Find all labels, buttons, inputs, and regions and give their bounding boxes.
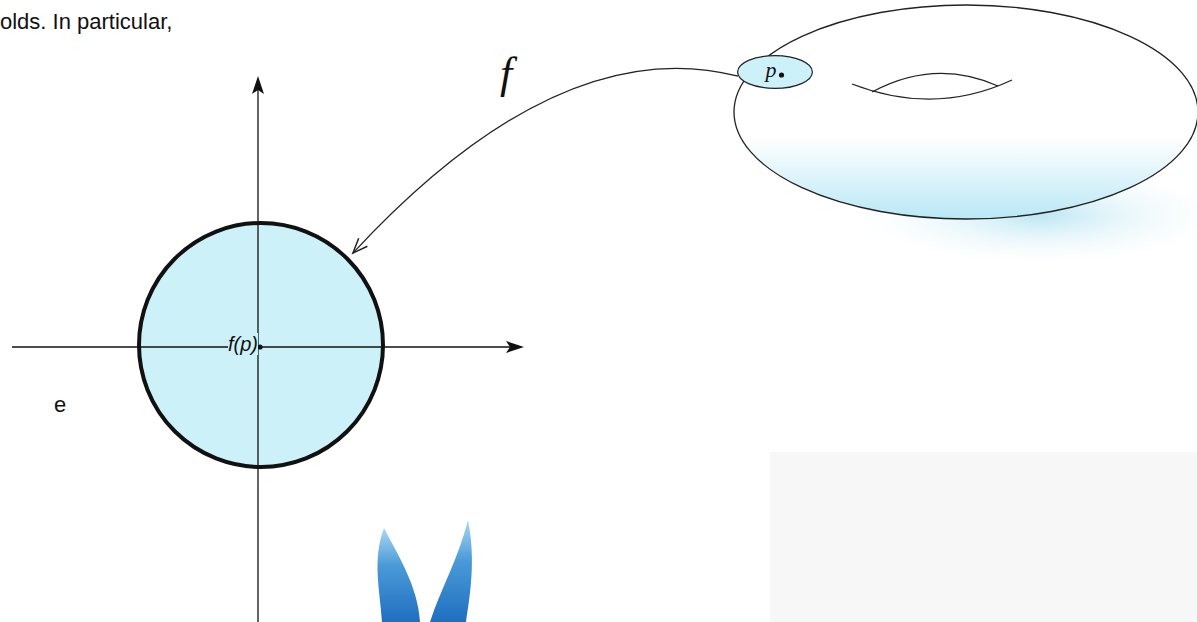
torus [734,5,1197,219]
map-name: f [500,52,512,96]
shape [139,223,383,467]
faint-panel [770,452,1197,622]
x-axis-head [506,341,524,353]
point-label: p [766,58,777,82]
arrow-head [353,238,367,253]
y-axis-head [252,76,264,94]
point-neighbourhood: p [737,55,813,89]
disk-outline [137,221,385,469]
horn-left [378,528,420,622]
shape [738,56,813,89]
point-dot [779,72,784,77]
torus-hole-upper [872,73,998,92]
slide-text: olds. In particular, [0,9,172,35]
horn-right [430,520,472,622]
image-disk: f(p) [137,221,385,469]
y-axis [257,82,258,622]
arrow-curve [353,68,738,253]
map-arrow [353,68,738,253]
point-label: f(p) [228,333,258,355]
slide-text: e [54,392,66,418]
x-axis [12,346,518,347]
